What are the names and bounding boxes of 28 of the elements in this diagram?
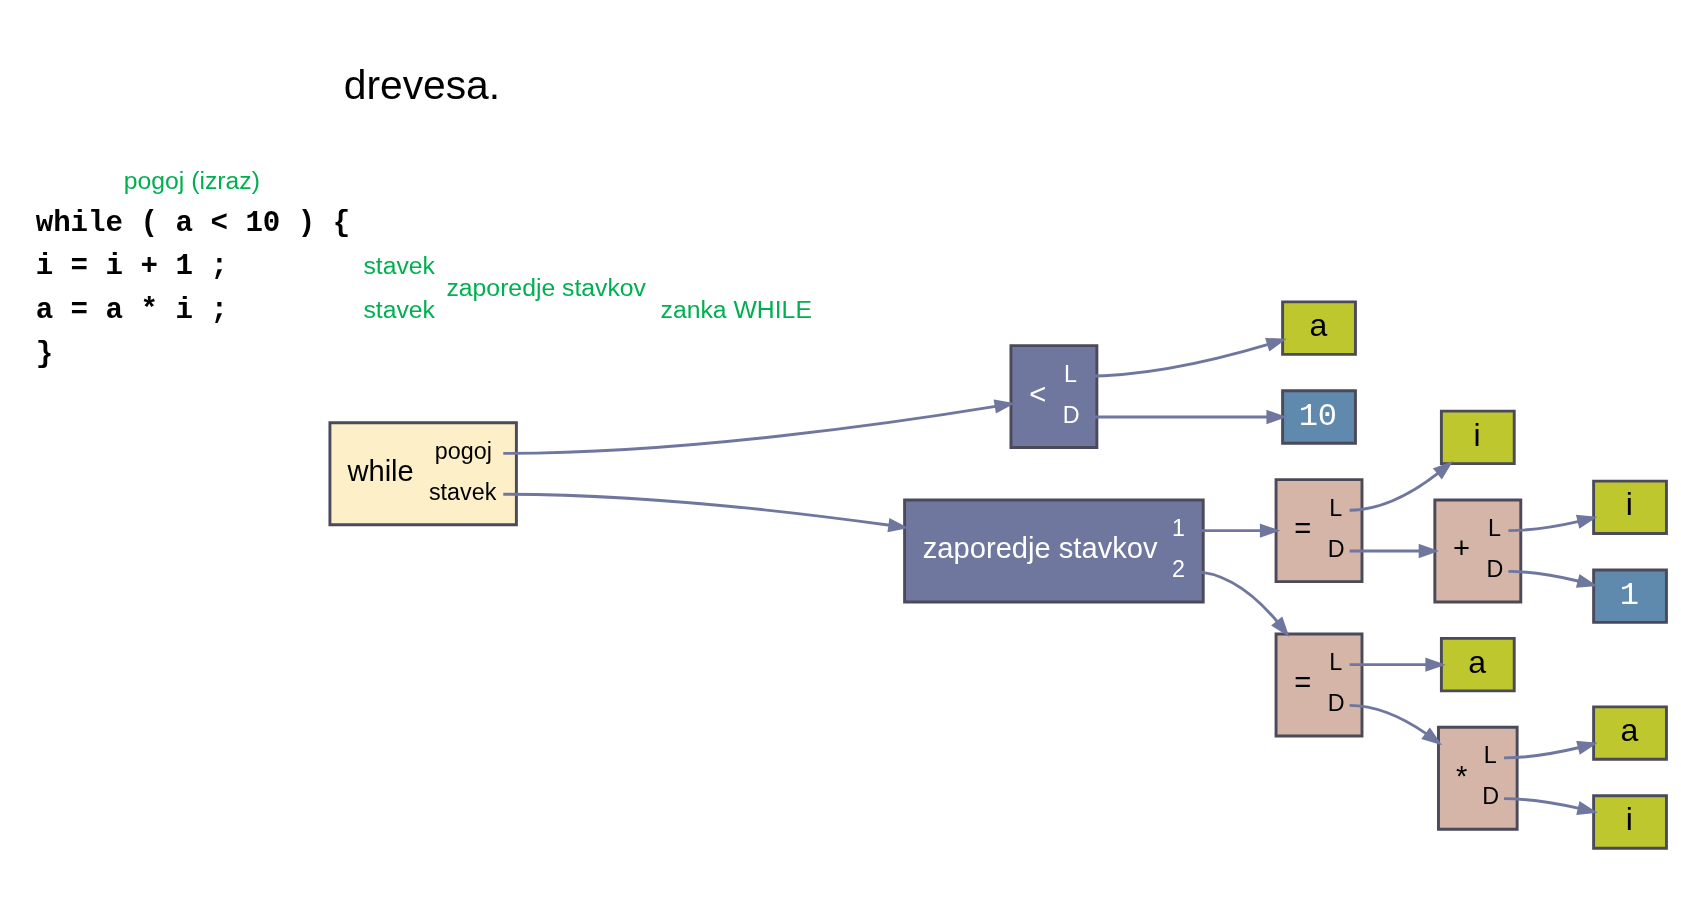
arrow — [1504, 740, 1598, 760]
arrow — [1508, 569, 1598, 588]
arrow — [1349, 657, 1446, 672]
node-box: a — [1281, 300, 1357, 356]
arrow — [503, 399, 1015, 455]
arrow — [1504, 797, 1598, 815]
arrow — [1349, 543, 1440, 559]
label: } — [35, 337, 54, 371]
label: stavek — [363, 296, 435, 324]
node-box: a — [1439, 636, 1516, 693]
node-box: a — [1592, 705, 1668, 761]
node-box: 10 — [1281, 389, 1357, 445]
label: while ( a < 10 ) { — [35, 206, 351, 240]
arrow — [1349, 703, 1442, 746]
label: a = a * i ; — [35, 293, 228, 327]
arrow — [1508, 514, 1598, 533]
label: pogoj (izraz) — [123, 167, 260, 195]
label: drevesa. — [343, 62, 501, 109]
node-box: 1 — [1592, 568, 1668, 624]
label: zaporedje stavkov — [446, 274, 646, 302]
arrow — [1349, 460, 1454, 512]
node-box: i — [1592, 794, 1668, 850]
node-box: i — [1592, 479, 1668, 535]
arrow — [503, 492, 909, 533]
label: stavek — [363, 252, 435, 280]
label: zanka WHILE — [660, 296, 812, 324]
node-box: i — [1439, 409, 1516, 466]
label: i = i + 1 ; — [35, 250, 228, 284]
